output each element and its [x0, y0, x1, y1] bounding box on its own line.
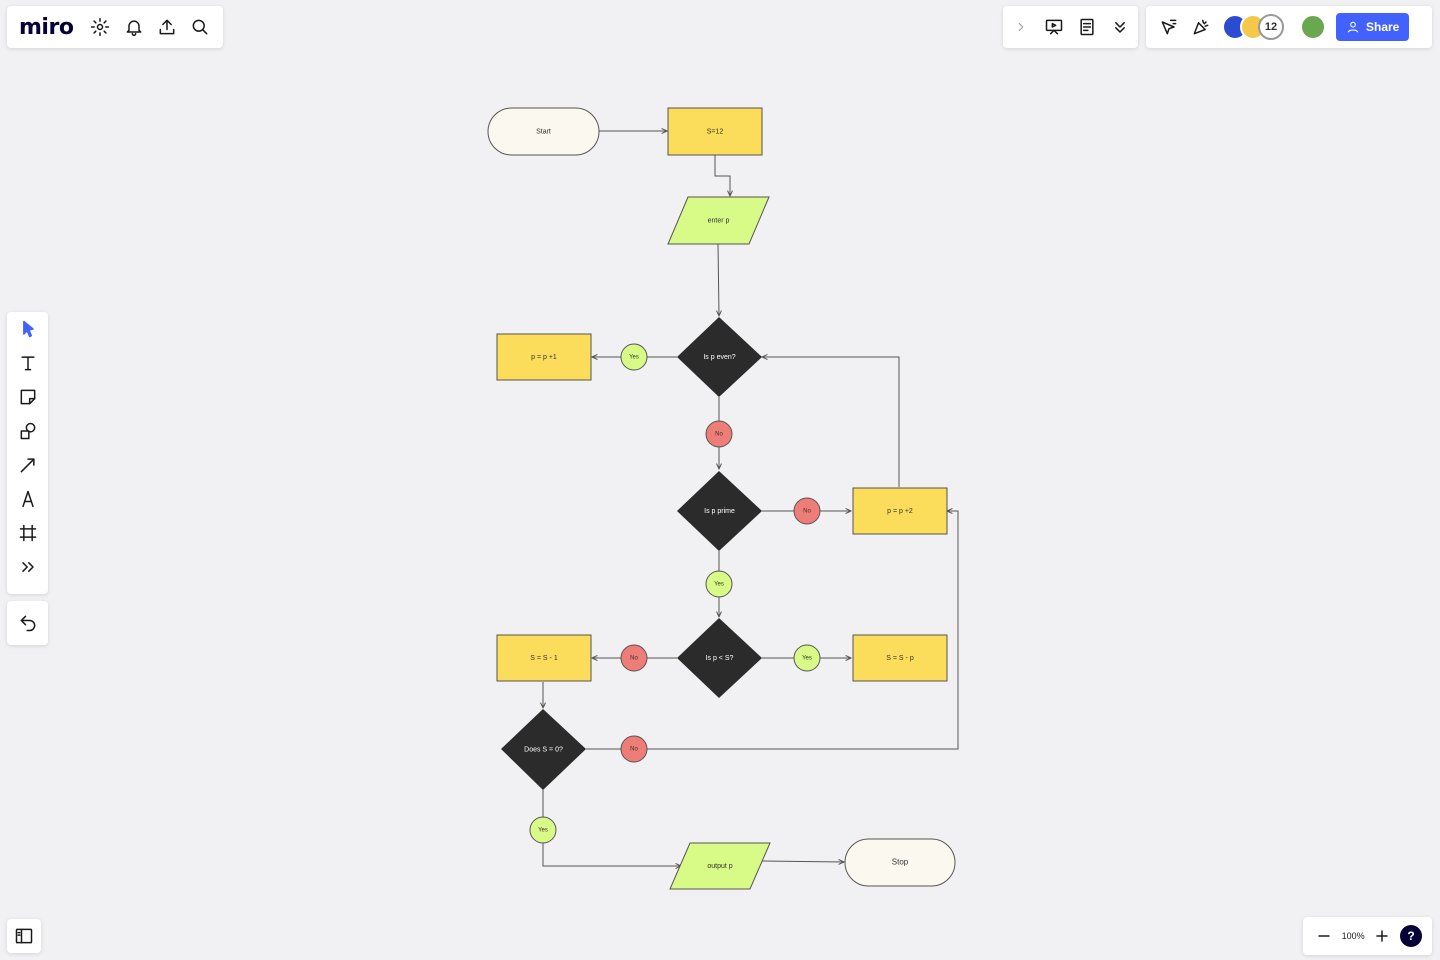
increment-one-label: p = p +1 [531, 354, 557, 361]
even-decision-label: Is p even? [703, 354, 735, 361]
upload-icon[interactable] [156, 16, 177, 38]
badge-label: Yes [629, 355, 639, 361]
share-button-label: Share [1366, 20, 1400, 34]
stop-label: Stop [892, 858, 909, 867]
zero-decision[interactable]: Does S = 0? [501, 709, 586, 790]
presentation-panel [1003, 6, 1138, 48]
prime-yes-badge[interactable]: Yes [705, 570, 733, 598]
zoom-in-icon[interactable] [1371, 925, 1393, 947]
even-decision[interactable]: Is p even? [677, 317, 762, 397]
cursor-follow-icon[interactable] [1158, 16, 1180, 38]
connector[interactable] [761, 861, 844, 862]
zoom-panel: 100% ? [1303, 917, 1432, 955]
connector-tool-icon[interactable] [13, 454, 43, 476]
zero-decision-label: Does S = 0? [524, 746, 563, 753]
less-than-decision-label: Is p < S? [706, 655, 734, 662]
decrement-one-process[interactable]: S = S - 1 [496, 634, 592, 682]
creation-toolbar [7, 312, 48, 594]
subtract-p-process[interactable]: S = S - p [852, 634, 948, 682]
text-tool-icon[interactable] [13, 352, 43, 374]
input-parallelogram[interactable]: enter p [667, 196, 770, 245]
decrement-one-label: S = S - 1 [530, 655, 558, 662]
sidebar-icon [13, 925, 35, 947]
search-icon[interactable] [190, 16, 211, 38]
celebrate-icon[interactable] [1190, 16, 1212, 38]
badge-label: Yes [802, 656, 812, 662]
board-panel-toggle[interactable] [7, 919, 41, 953]
increment-one-process[interactable]: p = p +1 [496, 333, 592, 381]
undo-icon[interactable] [17, 612, 39, 634]
badge-label: Yes [714, 582, 724, 588]
double-chevron-down-icon[interactable] [1109, 16, 1130, 38]
increment-two-label: p = p +2 [887, 508, 913, 515]
sticky-note-tool-icon[interactable] [13, 386, 43, 408]
zoom-out-icon[interactable] [1313, 925, 1335, 947]
prime-decision[interactable]: Is p prime [677, 471, 762, 551]
zero-no-badge[interactable]: No [620, 735, 648, 763]
less-than-yes-badge[interactable]: Yes [793, 644, 821, 672]
even-no-badge[interactable]: No [705, 420, 733, 448]
select-tool-icon[interactable] [13, 318, 43, 340]
bell-icon[interactable] [123, 16, 144, 38]
pen-tool-icon[interactable] [13, 488, 43, 510]
chevron-right-icon[interactable] [1011, 16, 1032, 38]
even-yes-badge[interactable]: Yes [620, 343, 648, 371]
less-than-no-badge[interactable]: No [620, 644, 648, 672]
shapes-tool-icon[interactable] [13, 420, 43, 442]
settings-icon[interactable] [89, 16, 110, 38]
collaboration-panel: 12 Share [1146, 6, 1432, 48]
zoom-level[interactable]: 100% [1341, 931, 1365, 941]
prime-no-badge[interactable]: No [793, 497, 821, 525]
badge-label: Yes [538, 828, 548, 834]
init-process[interactable]: S=12 [667, 107, 763, 156]
input-label: enter p [708, 217, 730, 224]
prime-decision-label: Is p prime [704, 508, 735, 515]
main-menu-panel: miro [7, 6, 223, 48]
subtract-p-label: S = S - p [886, 655, 914, 662]
output-label: output p [707, 863, 732, 870]
presentation-icon[interactable] [1044, 16, 1065, 38]
notes-icon[interactable] [1077, 16, 1098, 38]
more-tools-icon[interactable] [13, 556, 43, 578]
miro-logo[interactable]: miro [19, 14, 74, 40]
undo-panel [7, 601, 48, 645]
user-icon [1347, 21, 1359, 33]
increment-two-process[interactable]: p = p +2 [852, 487, 948, 535]
init-label: S=12 [707, 128, 724, 135]
help-button[interactable]: ? [1400, 925, 1422, 947]
zero-yes-badge[interactable]: Yes [529, 816, 557, 844]
connector[interactable] [542, 843, 681, 866]
badge-label: No [803, 509, 811, 515]
connector[interactable] [647, 511, 959, 750]
stop-terminal[interactable]: Stop [844, 838, 956, 887]
start-terminal[interactable]: Start [487, 107, 600, 156]
badge-label: No [715, 432, 723, 438]
badge-label: No [630, 747, 638, 753]
frame-tool-icon[interactable] [13, 522, 43, 544]
share-button[interactable]: Share [1336, 13, 1410, 41]
user-avatar[interactable] [1300, 14, 1326, 40]
connector[interactable] [762, 357, 900, 487]
start-label: Start [536, 128, 551, 135]
connector[interactable] [718, 243, 719, 316]
output-parallelogram[interactable]: output p [669, 842, 771, 890]
connector[interactable] [714, 155, 730, 196]
collaborator-count-badge[interactable]: 12 [1258, 14, 1284, 40]
less-than-decision[interactable]: Is p < S? [677, 618, 762, 698]
collaborator-avatars[interactable]: 12 [1222, 14, 1284, 40]
badge-label: No [630, 656, 638, 662]
